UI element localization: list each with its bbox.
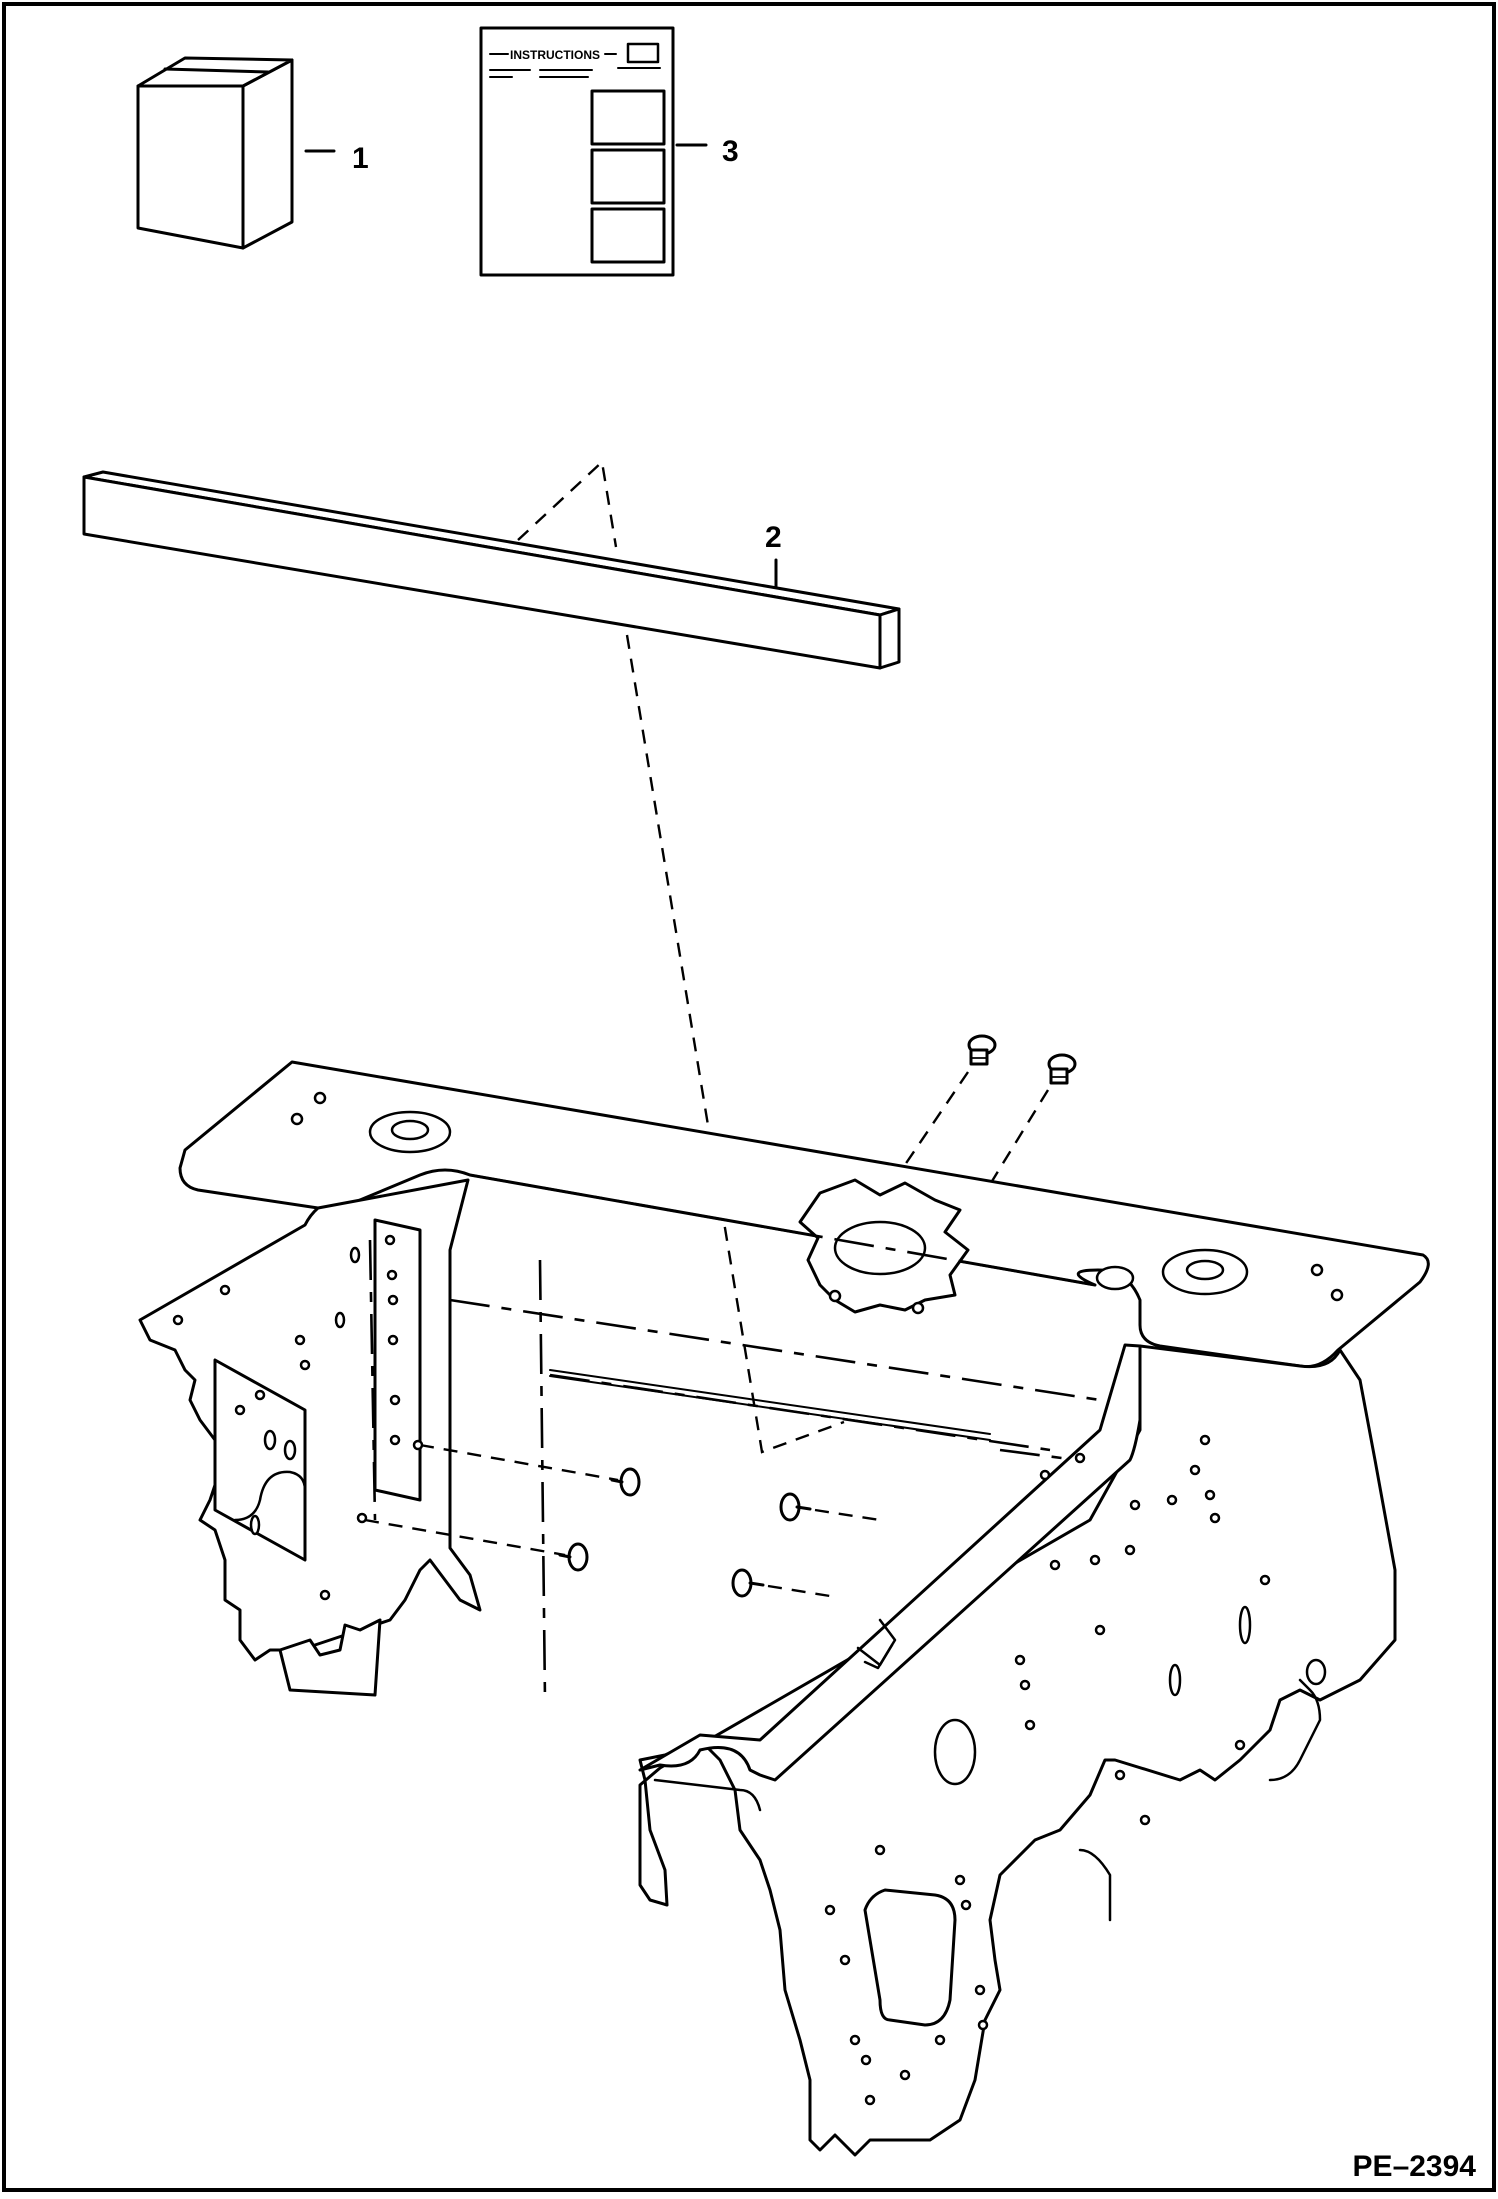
callout-1: 1: [304, 142, 369, 175]
frame-hidden-lines: [368, 1173, 1231, 1701]
bolt-path-left: [895, 1071, 969, 1179]
callout-2-label: 2: [765, 521, 782, 554]
part-2-bar: [82, 470, 901, 670]
bolt-upper-right: [1047, 1053, 1077, 1085]
bolt-upper-left: [967, 1034, 997, 1066]
figure-code: PE–2394: [1353, 2150, 1477, 2183]
rivet-set-right: [731, 1492, 881, 1598]
part-1-box: [136, 56, 294, 250]
instruction-sheet-title: INSTRUCTIONS: [510, 48, 600, 62]
callout-3: 3: [675, 135, 739, 168]
part-3-instruction-sheet: INSTRUCTIONS: [479, 26, 675, 277]
callout-3-label: 3: [722, 135, 739, 168]
callout-2: 2: [765, 521, 782, 588]
frame-left-section: [138, 1178, 482, 1697]
frame-right-section: [638, 1343, 1397, 2157]
bar-installation-phantom-lines: [517, 459, 845, 1454]
center-mount-boss: [798, 1178, 970, 1315]
callout-1-label: 1: [352, 142, 369, 175]
rivet-set-left: [356, 1439, 641, 1572]
